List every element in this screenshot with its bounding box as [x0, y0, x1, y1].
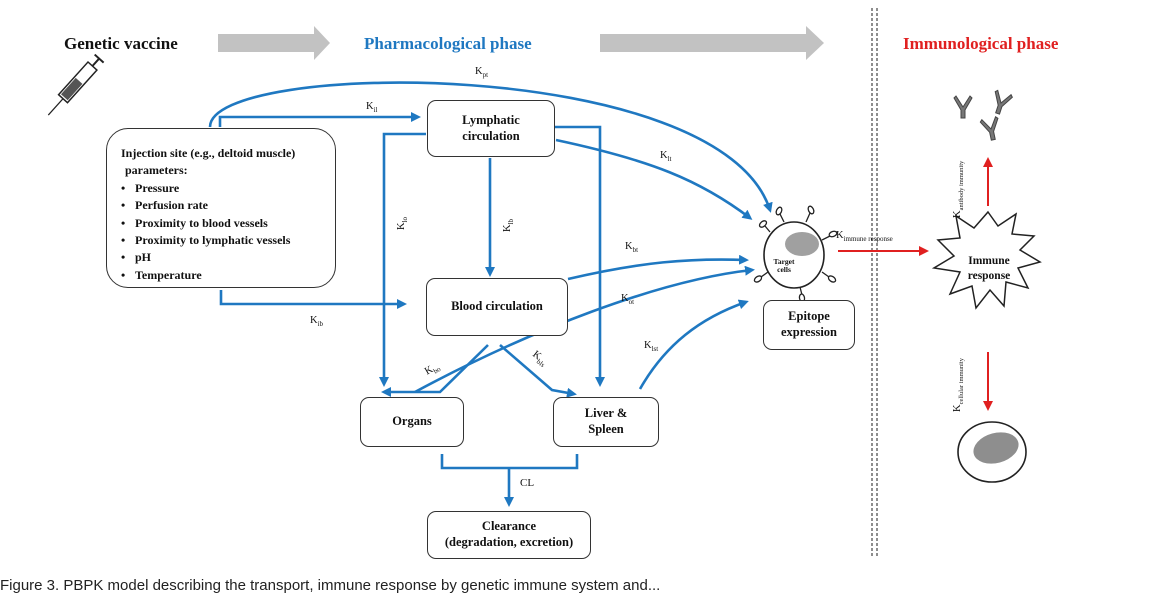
label-k-immune-response: Kimmune response: [836, 230, 893, 244]
label-k-bt: Kbt: [625, 241, 639, 255]
antibody-icon: [994, 89, 1013, 115]
blood-circulation-box: Blood circulation: [426, 278, 568, 336]
clearance-label: Clearance (degradation, excretion): [444, 519, 574, 549]
label-k-cellular-immunity: Kcellular immunity: [952, 358, 966, 412]
parameter-item: Proximity to blood vessels: [121, 215, 335, 232]
antibody-icon: [979, 116, 999, 141]
parameter-item: Pressure: [121, 180, 335, 197]
organs-label: Organs: [392, 414, 432, 429]
arrow-lymph-organs: [379, 132, 426, 387]
label-k-pt: Kpt: [475, 66, 489, 80]
syringe-icon: [47, 53, 105, 116]
arrow-k-bo: [381, 344, 489, 397]
antibody-icons: [953, 89, 1013, 141]
label-k-antibody-immunity: Kantibody immunity: [952, 160, 966, 218]
injection-site-title: Injection site (e.g., deltoid muscle): [121, 146, 296, 160]
immune-response-label: Immune response: [967, 255, 1011, 282]
target-cells-label: Target cells: [773, 257, 795, 274]
arrow-k-lst: [638, 299, 749, 390]
lymphatic-circulation-label: Lymphatic circulation: [462, 112, 520, 143]
injection-site-subtitle: parameters:: [125, 163, 188, 178]
label-k-lb: Klb: [502, 218, 516, 232]
epitope-expression-label: Epitope expression: [780, 309, 838, 339]
label-k-lst: Klst: [644, 340, 659, 354]
label-k-lo: Klo: [396, 216, 410, 230]
arrow-k-bls: [499, 344, 577, 398]
liver-spleen-label: Liver & Spleen: [584, 406, 628, 436]
arrow-k-bt: [567, 254, 749, 281]
parameter-item: Proximity to lymphatic vessels: [121, 232, 335, 249]
label-cl: CL: [520, 477, 535, 489]
genetic-vaccine-title: Genetic vaccine: [64, 34, 178, 53]
injection-site-box: Injection site (e.g., deltoid muscle) pa…: [106, 128, 336, 288]
antibody-icon: [953, 95, 973, 119]
arrow-k-ib: [219, 290, 407, 309]
arrow-k-pt: [208, 81, 773, 213]
target-cell: [753, 205, 838, 303]
grey-phase-arrow-2: [600, 26, 824, 60]
arrow-k-ot: [414, 265, 755, 394]
label-k-ib: Kib: [310, 315, 324, 329]
parameter-item: Perfusion rate: [121, 197, 335, 214]
label-k-il: Kil: [366, 101, 378, 115]
arrow-k-il: [218, 112, 421, 127]
grey-phase-arrow-1: [218, 26, 330, 60]
cellular-immunity-cell: [957, 421, 1027, 483]
figure-caption: Figure 3. PBPK model describing the tran…: [0, 577, 661, 594]
parameter-item: Temperature: [121, 267, 335, 284]
label-k-lt: Klt: [660, 150, 672, 164]
clearance-box: Clearance (degradation, excretion): [427, 511, 591, 559]
blood-circulation-label: Blood circulation: [451, 299, 543, 314]
immunological-phase-title: Immunological phase: [903, 34, 1059, 53]
parameter-list: PressurePerfusion rateProximity to blood…: [121, 180, 335, 284]
immune-response-cell: [931, 210, 1042, 310]
phase-separator-line: [871, 8, 878, 556]
label-k-ot: Kot: [621, 293, 635, 307]
liver-spleen-box: Liver & Spleen: [553, 397, 659, 447]
arrow-lymph-liver: [555, 125, 605, 387]
arrow-clearance-bracket: [440, 454, 579, 504]
epitope-expression-box: Epitope expression: [763, 300, 855, 350]
pharmacological-phase-title: Pharmacological phase: [364, 34, 532, 53]
organs-box: Organs: [360, 397, 464, 447]
arrow-k-lt: [555, 138, 753, 220]
parameter-item: pH: [121, 249, 335, 266]
lymphatic-circulation-box: Lymphatic circulation: [427, 100, 555, 157]
